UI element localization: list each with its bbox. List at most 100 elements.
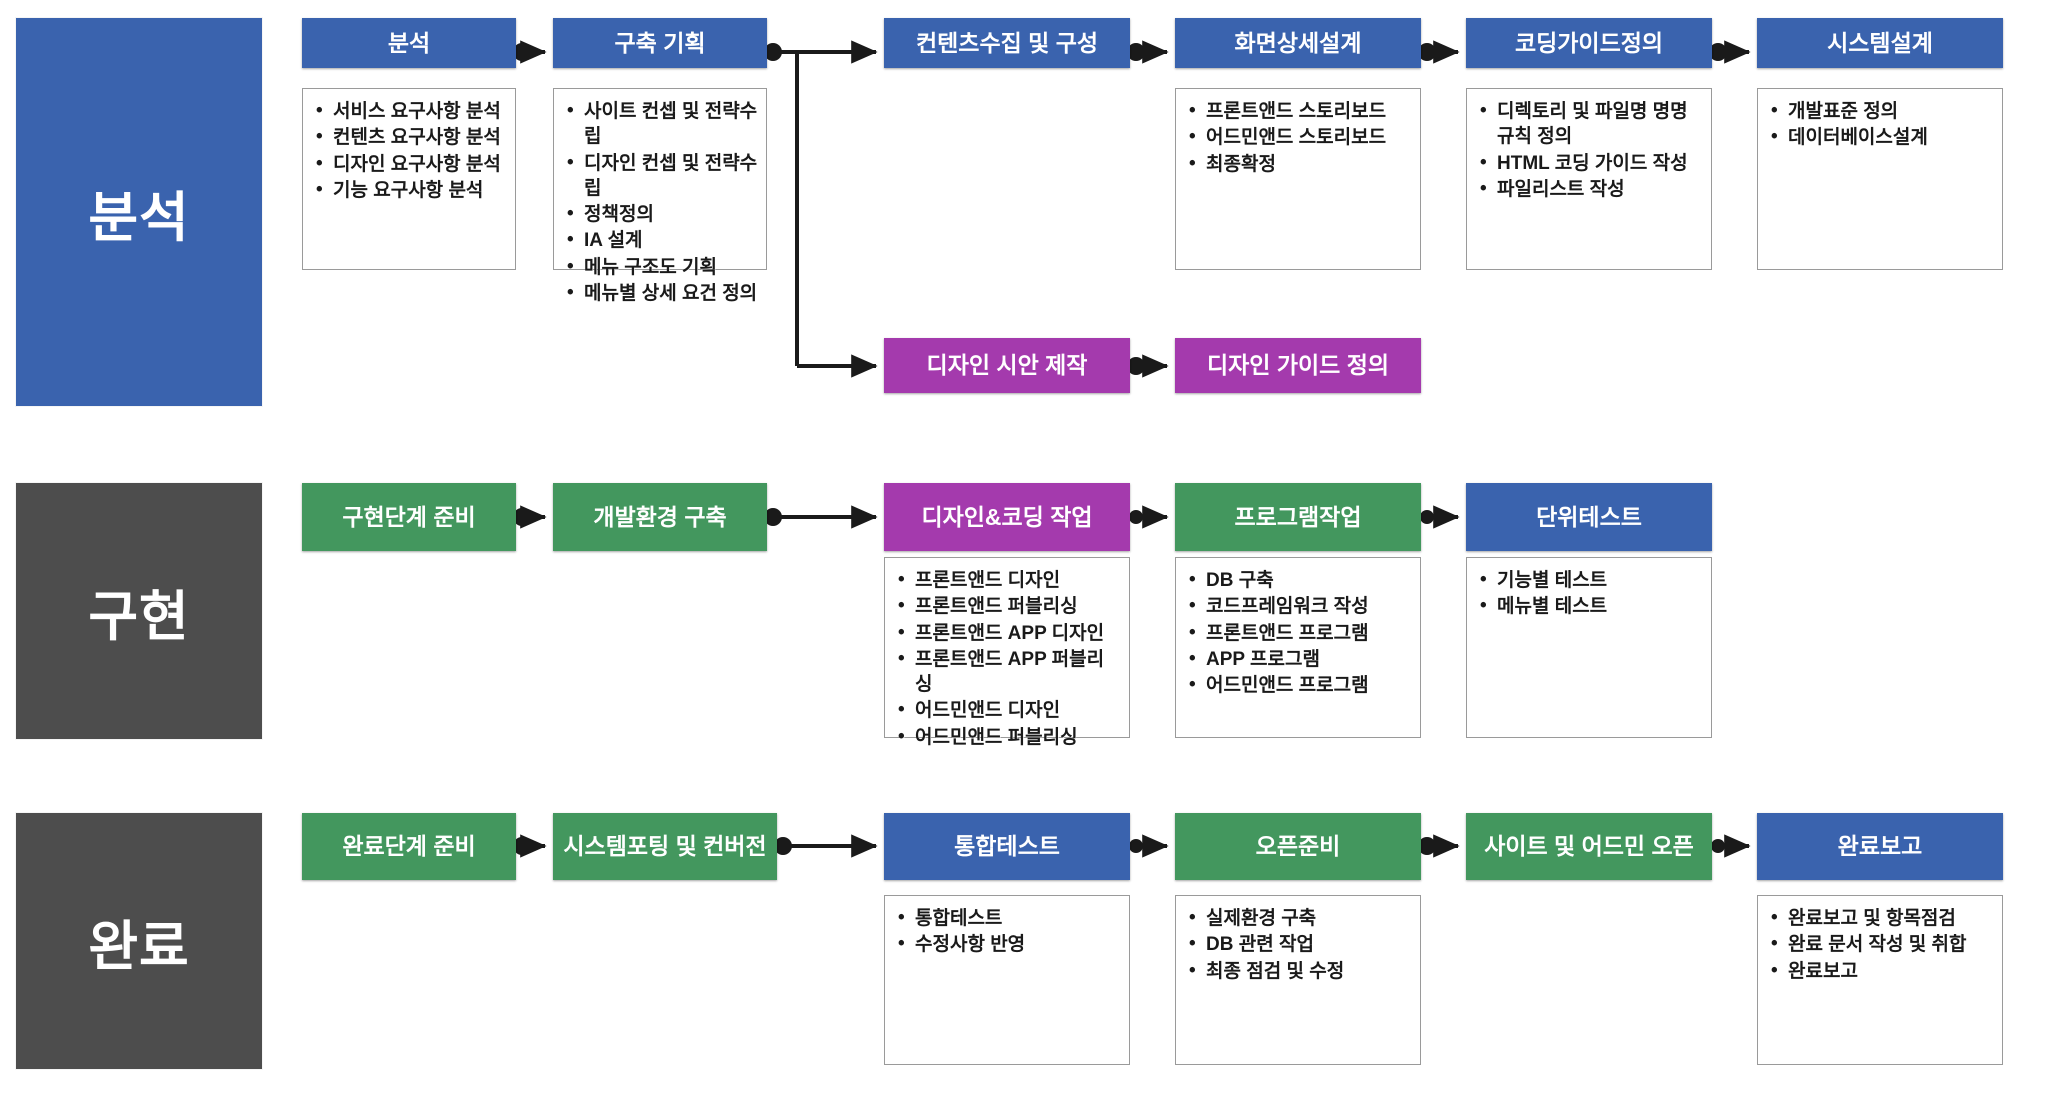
connector-row3-1-2: [513, 834, 547, 858]
connector-row3-2-3: [774, 834, 878, 858]
list-item: 파일리스트 작성: [1480, 176, 1703, 202]
stage-label: 디자인 가이드 정의: [1206, 352, 1390, 379]
stage-label: 통합테스트: [954, 833, 1060, 860]
list-item: 프론트앤드 디자인: [898, 567, 1121, 593]
list-item: 메뉴 구조도 기획: [567, 254, 758, 280]
stage-head-impl-prep[interactable]: 구현단계 준비: [302, 483, 516, 551]
stage-label: 디자인&코딩 작업: [921, 503, 1093, 530]
stage-head-screen-design[interactable]: 화면상세설계: [1175, 18, 1421, 68]
detail-box-program-work: DB 구축 코드프레임워크 작성 프론트앤드 프로그램 APP 프로그램 어드민…: [1175, 557, 1421, 738]
detail-list: 프론트앤드 디자인 프론트앤드 퍼블리싱 프론트앤드 APP 디자인 프론트앤드…: [893, 567, 1121, 750]
detail-list: 프론트앤드 스토리보드 어드민앤드 스토리보드 최종확정: [1184, 98, 1412, 177]
detail-box-completion-report: 완료보고 및 항목점검 완료 문서 작성 및 취합 완료보고: [1757, 895, 2003, 1065]
connector-row2-2-3: [764, 505, 878, 529]
list-item: 서비스 요구사항 분석: [316, 98, 507, 124]
phase-block-completion[interactable]: 완료: [16, 813, 262, 1069]
stage-label: 사이트 및 어드민 오픈: [1484, 833, 1694, 860]
connector-row1-1-2: [513, 40, 547, 64]
detail-box-integration-test: 통합테스트 수정사항 반영: [884, 895, 1130, 1065]
detail-box-analysis: 서비스 요구사항 분석 컨텐츠 요구사항 분석 디자인 요구사항 분석 기능 요…: [302, 88, 516, 270]
stage-label: 완료보고: [1837, 833, 1923, 860]
stage-label: 컨텐츠수집 및 구성: [915, 29, 1099, 56]
stage-head-completion-report[interactable]: 완료보고: [1757, 813, 2003, 880]
list-item: 최종 점검 및 수정: [1189, 958, 1412, 984]
connector-row1-branch: [764, 40, 878, 378]
stage-label: 화면상세설계: [1234, 29, 1362, 56]
detail-box-system-design: 개발표준 정의 데이터베이스설계: [1757, 88, 2003, 270]
connector-row1-5-6: [1709, 40, 1751, 64]
connector-row2-1-2: [513, 505, 547, 529]
detail-list: 실제환경 구축 DB 관련 작업 최종 점검 및 수정: [1184, 905, 1412, 984]
list-item: 기능 요구사항 분석: [316, 177, 507, 203]
connector-row2-3-4: [1129, 505, 1169, 529]
list-item: 프론트앤드 APP 디자인: [898, 620, 1121, 646]
stage-head-design-draft[interactable]: 디자인 시안 제작: [884, 338, 1130, 393]
stage-head-system-porting[interactable]: 시스템포팅 및 컨버전: [553, 813, 777, 880]
stage-label: 단위테스트: [1536, 503, 1642, 530]
detail-list: 통합테스트 수정사항 반영: [893, 905, 1121, 958]
stage-head-content-collection[interactable]: 컨텐츠수집 및 구성: [884, 18, 1130, 68]
stage-label: 시스템포팅 및 컨버전: [563, 833, 767, 860]
stage-head-program-work[interactable]: 프로그램작업: [1175, 483, 1421, 551]
stage-label: 구현단계 준비: [342, 503, 476, 530]
connector-row1-3-4: [1127, 40, 1169, 64]
detail-box-build-planning: 사이트 컨셉 및 전략수립 디자인 컨셉 및 전략수립 정책정의 IA 설계 메…: [553, 88, 767, 305]
detail-list: 사이트 컨셉 및 전략수립 디자인 컨셉 및 전략수립 정책정의 IA 설계 메…: [562, 98, 758, 306]
stage-head-system-design[interactable]: 시스템설계: [1757, 18, 2003, 68]
list-item: 코드프레임워크 작성: [1189, 593, 1412, 619]
stage-head-unit-test[interactable]: 단위테스트: [1466, 483, 1712, 551]
list-item: 프론트앤드 퍼블리싱: [898, 593, 1121, 619]
stage-head-analysis[interactable]: 분석: [302, 18, 516, 68]
list-item: DB 구축: [1189, 567, 1412, 593]
detail-list: 서비스 요구사항 분석 컨텐츠 요구사항 분석 디자인 요구사항 분석 기능 요…: [311, 98, 507, 203]
list-item: IA 설계: [567, 227, 758, 253]
stage-label: 오픈준비: [1255, 833, 1341, 860]
stage-head-open-prep[interactable]: 오픈준비: [1175, 813, 1421, 880]
detail-list: 완료보고 및 항목점검 완료 문서 작성 및 취합 완료보고: [1766, 905, 1994, 984]
list-item: APP 프로그램: [1189, 646, 1412, 672]
connector-row1-4-5: [1418, 40, 1460, 64]
stage-head-site-admin-open[interactable]: 사이트 및 어드민 오픈: [1466, 813, 1712, 880]
detail-list: DB 구축 코드프레임워크 작성 프론트앤드 프로그램 APP 프로그램 어드민…: [1184, 567, 1412, 698]
list-item: 사이트 컨셉 및 전략수립: [567, 98, 758, 150]
list-item: 프론트앤드 APP 퍼블리싱: [898, 646, 1121, 698]
detail-box-screen-design: 프론트앤드 스토리보드 어드민앤드 스토리보드 최종확정: [1175, 88, 1421, 270]
list-item: 수정사항 반영: [898, 931, 1121, 957]
stage-head-design-coding[interactable]: 디자인&코딩 작업: [884, 483, 1130, 551]
list-item: 컨텐츠 요구사항 분석: [316, 124, 507, 150]
stage-label: 코딩가이드정의: [1514, 29, 1664, 56]
list-item: 개발표준 정의: [1771, 98, 1994, 124]
detail-list: 기능별 테스트 메뉴별 테스트: [1475, 567, 1703, 620]
stage-label: 시스템설계: [1827, 29, 1933, 56]
list-item: 완료 문서 작성 및 취합: [1771, 931, 1994, 957]
stage-head-completion-prep[interactable]: 완료단계 준비: [302, 813, 516, 880]
list-item: 기능별 테스트: [1480, 567, 1703, 593]
detail-list: 디렉토리 및 파일명 명명규칙 정의 HTML 코딩 가이드 작성 파일리스트 …: [1475, 98, 1703, 202]
stage-head-integration-test[interactable]: 통합테스트: [884, 813, 1130, 880]
list-item: 프론트앤드 프로그램: [1189, 620, 1412, 646]
stage-head-build-planning[interactable]: 구축 기획: [553, 18, 767, 68]
list-item: 메뉴별 상세 요건 정의: [567, 280, 758, 306]
detail-box-unit-test: 기능별 테스트 메뉴별 테스트: [1466, 557, 1712, 738]
stage-head-dev-environment[interactable]: 개발환경 구축: [553, 483, 767, 551]
detail-box-coding-guide: 디렉토리 및 파일명 명명규칙 정의 HTML 코딩 가이드 작성 파일리스트 …: [1466, 88, 1712, 270]
stage-label: 개발환경 구축: [593, 503, 727, 530]
stage-head-design-guide[interactable]: 디자인 가이드 정의: [1175, 338, 1421, 393]
list-item: 어드민앤드 프로그램: [1189, 672, 1412, 698]
list-item: 정책정의: [567, 201, 758, 227]
list-item: 데이터베이스설계: [1771, 124, 1994, 150]
list-item: 디자인 요구사항 분석: [316, 151, 507, 177]
phase-block-implementation[interactable]: 구현: [16, 483, 262, 739]
list-item: 디자인 컨셉 및 전략수립: [567, 150, 758, 202]
detail-box-design-coding: 프론트앤드 디자인 프론트앤드 퍼블리싱 프론트앤드 APP 디자인 프론트앤드…: [884, 557, 1130, 749]
list-item: 최종확정: [1189, 151, 1412, 177]
list-item: DB 관련 작업: [1189, 931, 1412, 957]
connector-row3-5-6: [1711, 834, 1751, 858]
connector-row3-3-4: [1129, 834, 1169, 858]
phase-block-analysis[interactable]: 분석: [16, 18, 262, 406]
detail-list: 개발표준 정의 데이터베이스설계: [1766, 98, 1994, 151]
list-item: 통합테스트: [898, 905, 1121, 931]
stage-head-coding-guide[interactable]: 코딩가이드정의: [1466, 18, 1712, 68]
list-item: 어드민앤드 퍼블리싱: [898, 724, 1121, 750]
